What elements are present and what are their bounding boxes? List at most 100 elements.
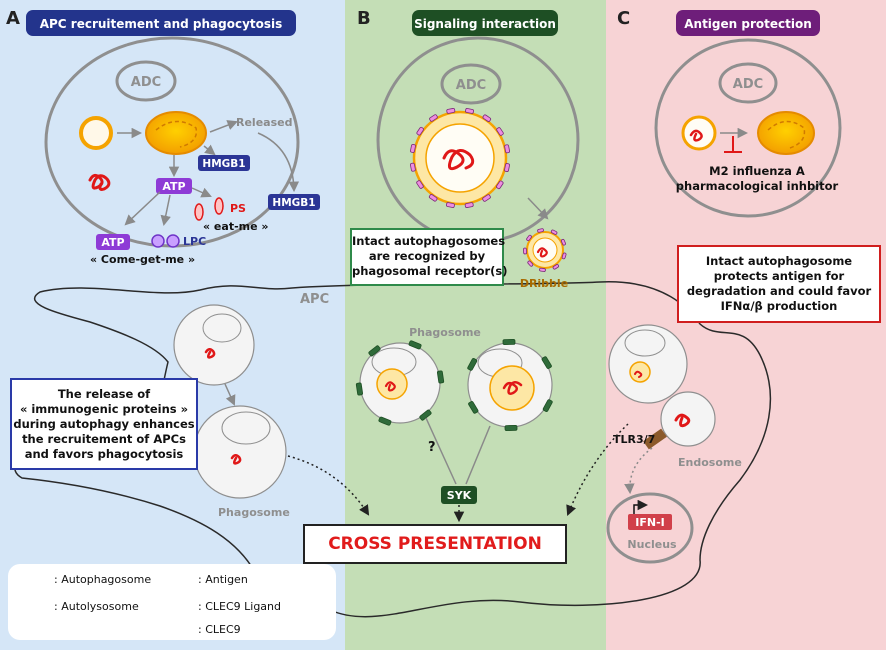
panel-c-adc-cell [654,38,842,218]
clec9-ligand-icon [526,234,532,242]
clec9-ligand-icon [527,260,534,267]
released-label: Released [236,116,292,129]
panel-c-title-pill [676,10,820,36]
panel-b-antigen-large-icon [442,149,475,171]
panel-a-adc-label: ADC [131,75,161,90]
syk-badge [441,486,477,504]
panel-c-phagosome-inner [624,329,666,357]
atp-outer-label: ATP [101,236,124,249]
clec9-ligand-icon [416,126,424,136]
lpc-icon [151,234,165,248]
clec9-receptor-icon [378,416,392,426]
antigen-protection-box: Intact autophagosome protects antigen fo… [677,245,881,323]
clec9-ligand-icon [539,267,546,272]
clec9-receptor-icon [368,345,381,357]
clec9-ligand-icon [410,144,416,153]
nucleus-label: Nucleus [627,538,677,551]
panel-a-title-pill [26,10,296,36]
clec9-ligand-icon [428,194,438,202]
phagosome-to-cross-arrow [287,455,370,516]
come-get-me-label: « Come-get-me » [90,253,195,266]
clec9-ligand-icon [561,252,567,260]
tlr-label: TLR3/7 [613,433,655,446]
panel-a-letter: A [6,8,20,29]
legend-clec9-ligand-label: : CLEC9 Ligand [198,600,281,613]
inhibitor-label-2: pharmacological inhbitor [676,179,839,193]
cross-presentation-box: CROSS PRESENTATION [303,524,567,564]
clec9-receptor-icon [542,399,553,412]
panel-c-to-cross-arrow [566,423,629,516]
protect-line-3: degradation and could favor [686,284,872,298]
cross-presentation-label: CROSS PRESENTATION [328,534,542,554]
clec9-receptor-icon [437,370,445,384]
release-line-1: The release of [57,387,151,401]
clec9-ligand-icon [416,180,424,189]
phagosome-b2-autophagosome [489,365,535,411]
protect-line-2: protects antigen for [713,269,845,283]
autolysosome-to-hmgb1-arrow [203,144,216,156]
release-line-5: and favors phagocytosis [24,447,184,461]
clec9-receptor-icon [468,401,479,414]
inhibitor-label-1: M2 influenza A [709,164,805,178]
atp-to-lpc-arrow [160,194,171,227]
apc-to-phagosome-arrow [224,383,236,406]
released-arrow [257,132,300,193]
clec9-ligand-icon [465,108,474,114]
panel-b-adc-nucleus [440,63,502,105]
atp-to-ps-arrow [191,187,212,198]
clec9-ligand-icon [464,202,474,208]
ps-icon [194,203,204,221]
clec9-ligand-icon [446,202,455,208]
panel-c-autolysosome-membrane [767,120,806,149]
clec9-receptor-icon [419,409,432,421]
endosome-to-nucleus-arrow [624,447,653,495]
panel-b-autophagosome-large-inner [425,123,495,193]
tlr-receptor-icon [643,428,667,450]
atp-to-outer-atp-arrow [124,191,161,226]
atp-inner-badge [156,178,192,194]
panel-c-phagosome-antigen-icon [634,370,643,378]
clec9-receptor-icon [504,424,518,431]
legend-antigen-label: : Antigen [198,573,248,586]
panel-a-phagosome-antigen-icon [230,454,242,465]
clec9-ligand-icon [482,114,492,122]
phagosome-b1-antigen-icon [384,381,396,392]
clec9-ligand-icon [537,228,544,233]
b1-to-syk-arrow [425,417,457,485]
clec9-ligand-icon [550,229,558,235]
clec9-ligand-icon [446,108,456,114]
endosome-antigen-icon [674,413,691,428]
release-line-4: the recruitement of APCs [22,432,186,446]
atp-inner-label: ATP [162,180,185,193]
lpc-icon-2 [166,234,180,248]
endosome-label: Endosome [678,456,742,469]
lpc-label: LPC [183,235,206,248]
panel-a-apc-antigen-icon [204,348,216,359]
clec9-ligands-large [410,108,510,208]
legend-autolysosome-label: : Autolysosome [54,600,139,613]
syk-label: SYK [447,489,472,502]
adc-to-dribble-arrow [527,197,549,220]
panel-c-autolysosome-icon [757,111,815,155]
intact-line-3: phagosomal receptor(s) [352,264,508,278]
clec9-receptor-icon [541,356,552,369]
antigen-icon [88,173,111,191]
clec9-ligand-icon [552,264,559,270]
nucleus-circle [606,492,694,564]
clec9-ligand-icon [410,162,416,172]
panel-c-title: Antigen protection [684,17,812,31]
panel-b-letter: B [357,8,371,29]
release-line-2: « immunogenic proteins » [19,402,189,416]
legend-clec9-label: : CLEC9 [198,623,241,636]
clec9-receptor-icon [408,340,422,350]
intact-autophagosome-box: Intact autophagosomes are recognized by … [350,228,508,286]
hmgb1-outer-badge [268,194,320,210]
dribble-label: DRibble [520,277,568,290]
intact-line-2: are recognized by [368,249,486,263]
clec9-ligand-icon [496,127,504,136]
panel-c-adc-nucleus [718,62,778,104]
panel-c-adc-label: ADC [733,77,763,92]
clec9-ligand-icon [560,238,566,246]
hmgb1-outer-label: HMGB1 [272,197,315,209]
